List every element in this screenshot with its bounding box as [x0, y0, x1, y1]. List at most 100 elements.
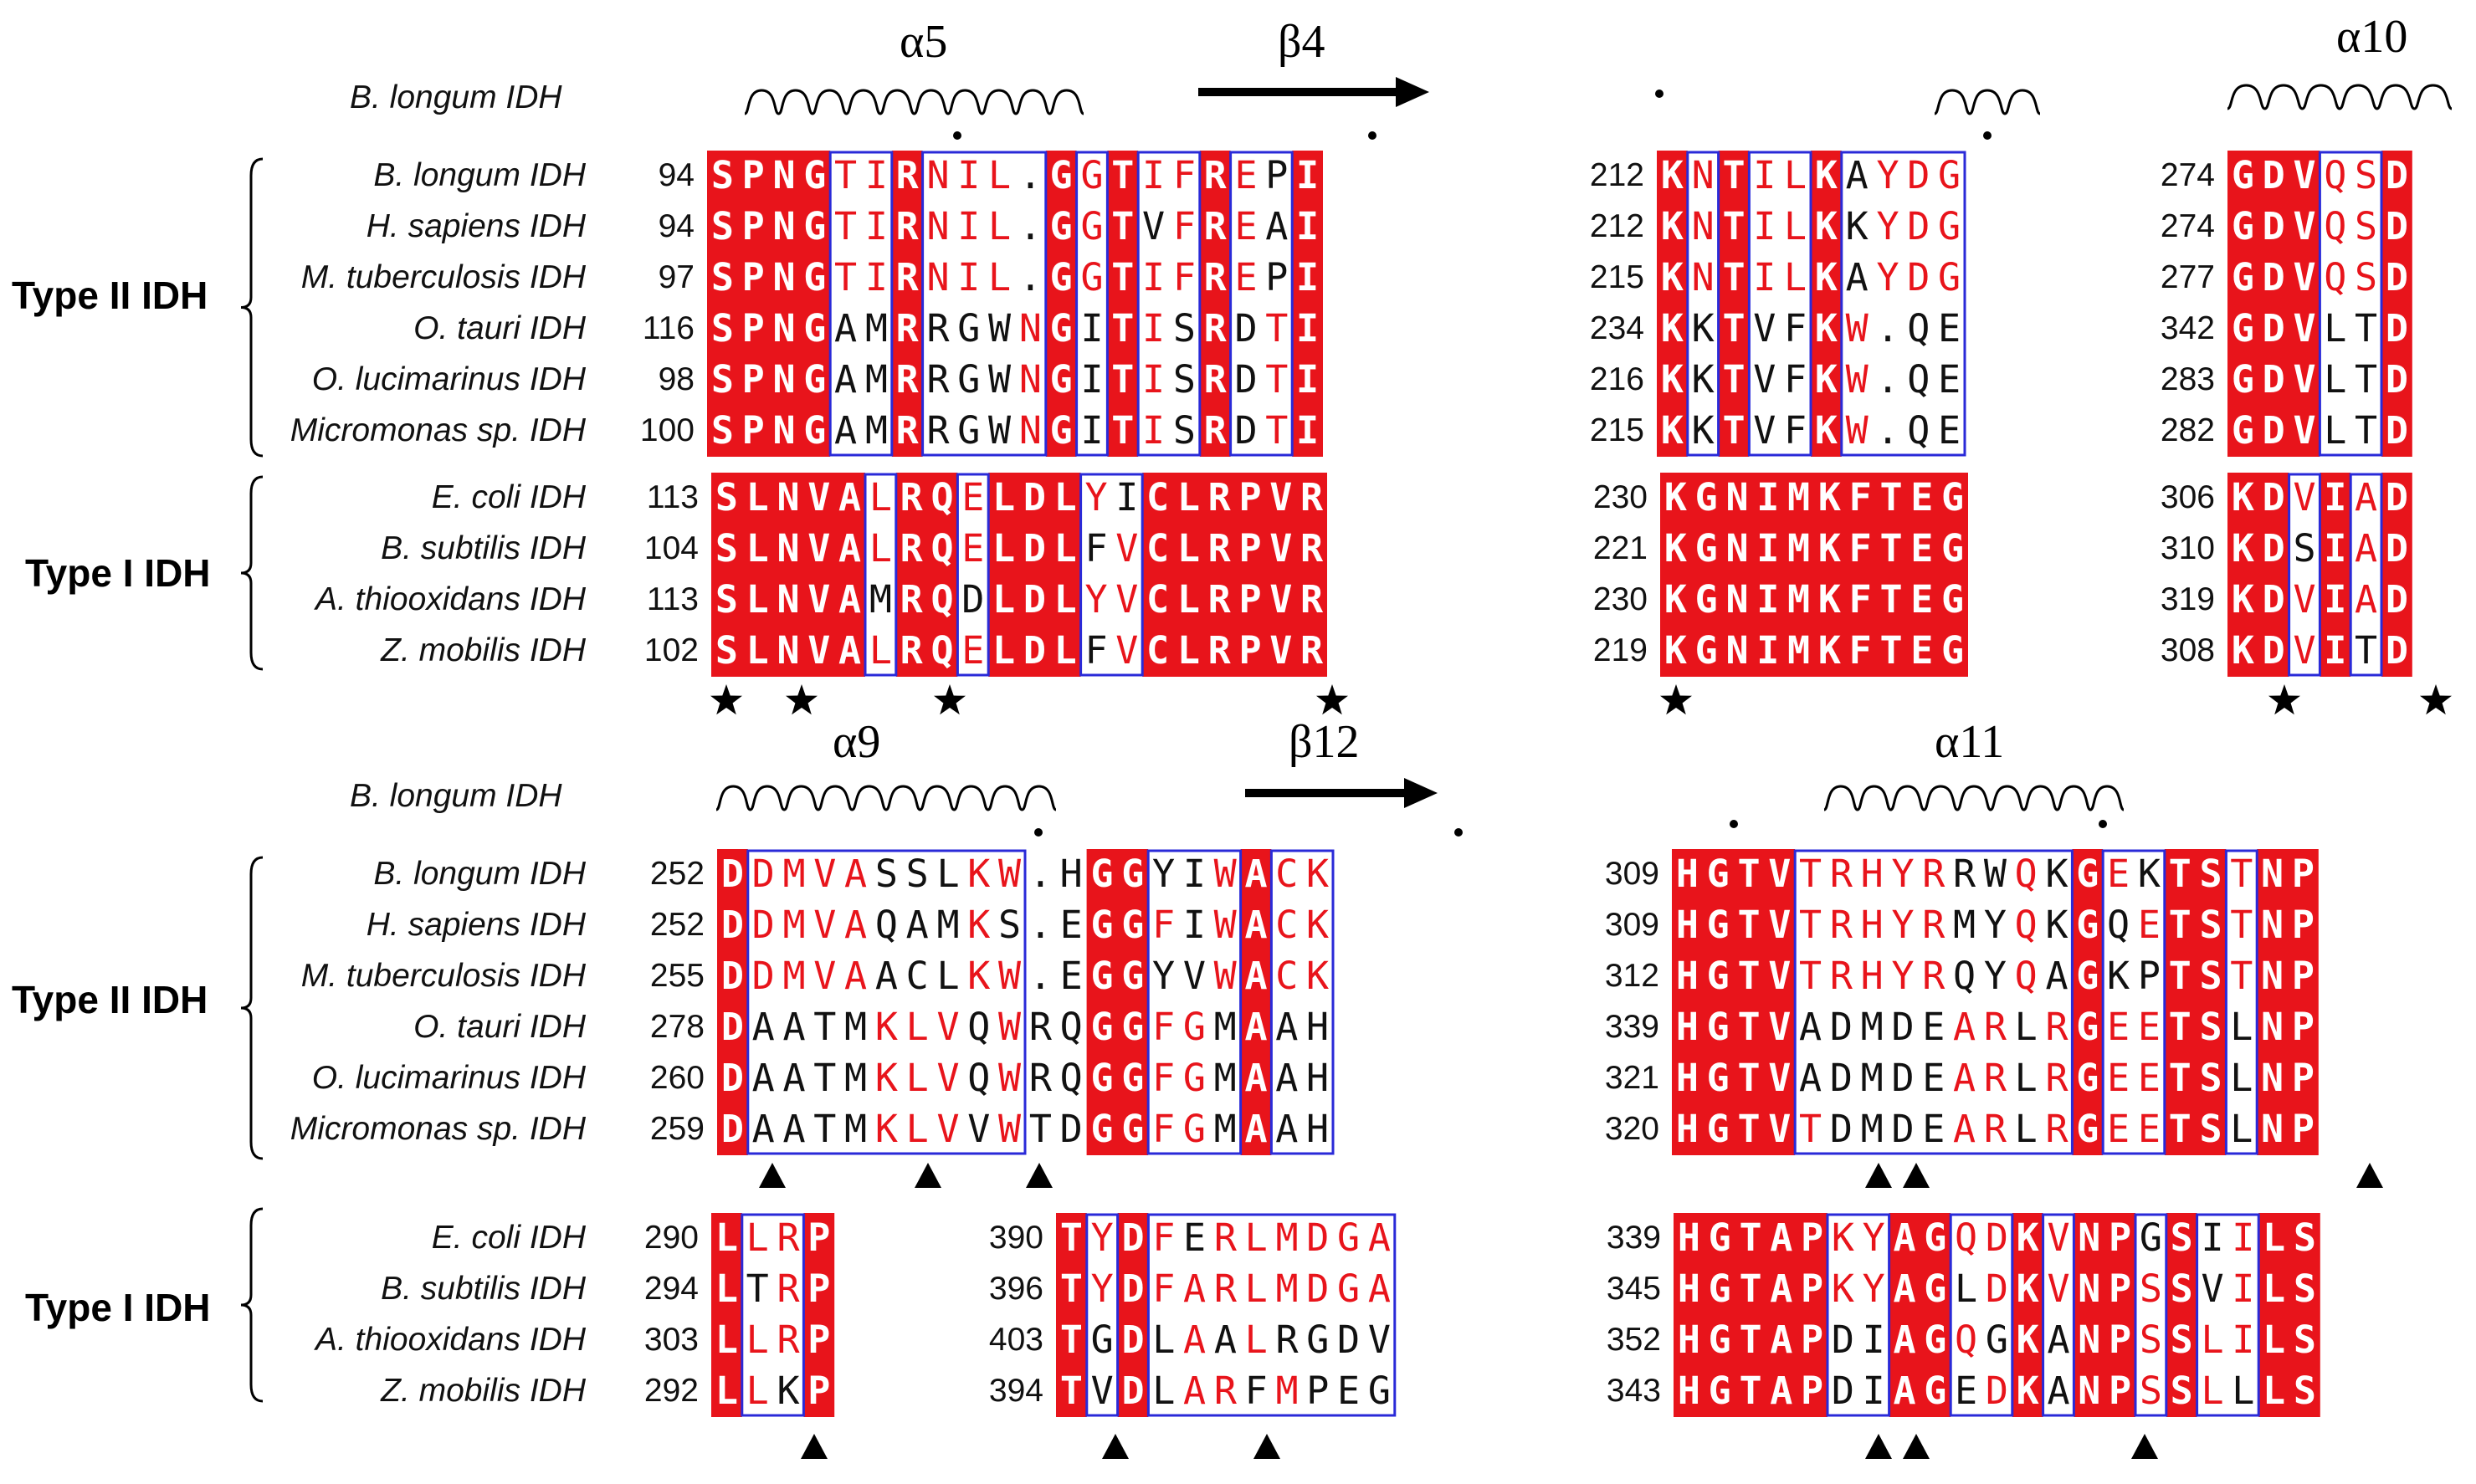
residue: V [2293, 475, 2316, 519]
residue: E [1059, 903, 1083, 947]
star-icon [710, 684, 742, 715]
residue: I [864, 255, 888, 299]
residue: T [1059, 1318, 1083, 1362]
top-type2-block3-conserved-bg [2227, 151, 2320, 457]
residue: I [1756, 628, 1780, 673]
residue: S [2293, 1318, 2316, 1362]
residue: G [957, 306, 981, 351]
residue: . [1876, 408, 1899, 453]
top-type2-position-number: 98 [658, 361, 695, 397]
residue: M [1787, 628, 1811, 673]
residue: R [1203, 357, 1227, 402]
residue: L [1244, 1215, 1268, 1260]
residue: P [741, 204, 765, 248]
residue: D [2385, 306, 2408, 351]
residue: G [1706, 1005, 1730, 1049]
residue: W [988, 357, 1012, 402]
residue: A [1893, 1215, 1916, 1260]
residue: P [1265, 153, 1289, 197]
residue: V [1090, 1369, 1114, 1413]
residue: I [1753, 153, 1776, 197]
residue: L [2230, 1107, 2253, 1151]
bottom-type2-position-number: 312 [1604, 958, 1659, 994]
alpha5-label: α5 [900, 16, 948, 68]
residue: Q [2324, 153, 2347, 197]
residue: F [1152, 1107, 1176, 1151]
top-type2-species-label: O. lucimarinus IDH [311, 361, 586, 397]
residue: F [1848, 475, 1872, 519]
residue: A [1275, 1005, 1299, 1049]
residue: T [1111, 204, 1135, 248]
bottom-type1-position-number: 345 [1606, 1271, 1661, 1307]
residue: Y [1876, 204, 1899, 248]
top-type2-block2-similarity-box [1747, 151, 1812, 457]
residue: A [1183, 1318, 1207, 1362]
residue: T [1799, 1107, 1822, 1151]
residue: L [1152, 1318, 1176, 1362]
residue: E [1234, 153, 1258, 197]
residue: M [844, 1056, 868, 1100]
residue: G [957, 357, 981, 402]
residue: L [1176, 526, 1200, 571]
residue: G [1090, 1318, 1114, 1362]
bottom-type2-block1-similarity-box [1146, 849, 1243, 1155]
residue: G [1924, 1369, 1947, 1413]
residue: K [1660, 306, 1684, 351]
residue: I [1753, 255, 1776, 299]
residue: T [1265, 357, 1289, 402]
residue: T [813, 1107, 837, 1151]
dot-marker [1034, 828, 1043, 837]
residue: S [2199, 1107, 2222, 1151]
residue: G [1694, 526, 1718, 571]
residue: F [1172, 153, 1196, 197]
residue: M [864, 408, 888, 453]
bottom-type2-block1-similarity-box [1269, 849, 1335, 1155]
residue: G [1182, 1005, 1206, 1049]
residue: L [746, 1215, 769, 1260]
residue: N [2261, 903, 2284, 947]
residue: K [2045, 903, 2068, 947]
bottom-type1-species-label: E. coli IDH [431, 1220, 586, 1256]
residue: L [869, 475, 892, 519]
bottom-type1-block1-similarity-box [741, 1213, 805, 1417]
residue: G [1941, 628, 1965, 673]
residue: A [1845, 255, 1869, 299]
residue: T [1722, 153, 1746, 197]
residue: H [1675, 1056, 1699, 1100]
residue: G [1306, 1318, 1330, 1362]
residue: S [2170, 1369, 2193, 1413]
residue: L [1784, 255, 1807, 299]
residue: F [1848, 526, 1872, 571]
top-type2-block1-similarity-box [828, 151, 894, 457]
top-type2-block1-similarity-box [1136, 151, 1202, 457]
residue: V [1768, 1005, 1792, 1049]
residue: I [957, 255, 981, 299]
residue: L [1176, 628, 1200, 673]
residue: T [1722, 357, 1746, 402]
top-type1-position-number: 221 [1592, 530, 1648, 566]
top-type2-position-number: 100 [639, 412, 695, 448]
residue: D [2262, 204, 2285, 248]
residue: S [2355, 204, 2378, 248]
residue: G [2076, 903, 2099, 947]
residue: R [1207, 577, 1231, 622]
residue: M [1860, 1107, 1884, 1151]
residue: A [838, 475, 862, 519]
residue: N [1725, 526, 1749, 571]
residue: V [807, 577, 831, 622]
residue: L [905, 1107, 929, 1151]
bottom-type1-block2-conserved-bg [1056, 1213, 1087, 1417]
residue: E [2107, 1005, 2130, 1049]
residue: . [1018, 204, 1042, 248]
residue: M [1213, 1107, 1237, 1151]
residue: K [1306, 954, 1330, 998]
residue: V [807, 526, 831, 571]
residue: Y [1090, 1215, 1114, 1260]
residue: Q [1059, 1056, 1083, 1100]
